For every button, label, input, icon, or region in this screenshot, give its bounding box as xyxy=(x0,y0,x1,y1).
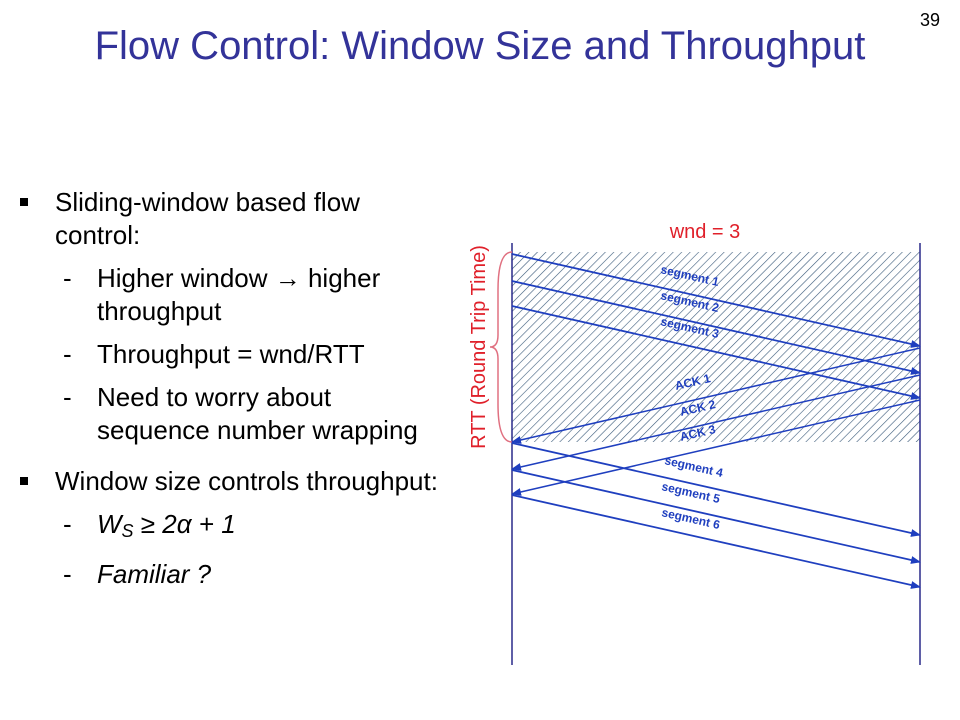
formula-subscript: S xyxy=(121,521,134,541)
sub-item-formula: - WS ≥ 2α + 1 xyxy=(20,508,450,548)
square-bullet-icon xyxy=(20,477,28,485)
bullet-text: Window size controls throughput: xyxy=(55,466,438,496)
bullet-item-window-size: Window size controls throughput: xyxy=(20,465,450,498)
segment-arrow-line xyxy=(511,494,921,589)
square-bullet-icon xyxy=(20,198,28,206)
segment-5-arrow: segment 5 xyxy=(511,469,921,564)
sub-item-text: Higher window → higher throughput xyxy=(97,263,381,326)
page-number: 39 xyxy=(919,10,940,30)
formula-w: W xyxy=(97,509,122,539)
segment-label: segment 4 xyxy=(663,453,724,480)
sub-item-text: Need to worry about sequence number wrap… xyxy=(97,382,418,445)
dash-marker: - xyxy=(63,382,72,412)
segment-label: segment 6 xyxy=(660,505,721,532)
dash-marker: - xyxy=(63,339,72,369)
sub-item-text: Throughput = wnd/RTT xyxy=(97,339,365,369)
segment-arrow-line xyxy=(511,305,921,400)
rtt-brace xyxy=(489,251,513,443)
segment-arrow-line xyxy=(511,469,921,564)
dash-marker: - xyxy=(63,509,72,539)
sub-item-familiar: - Familiar ? xyxy=(20,558,450,591)
bullet-text: Sliding-window based flow control: xyxy=(55,187,360,250)
slide-title: Flow Control: Window Size and Throughput xyxy=(94,24,866,68)
wnd-label: wnd = 3 xyxy=(669,221,741,243)
segment-6-arrow: segment 6 xyxy=(511,494,921,589)
bullet-item-flow-control: Sliding-window based flow control: xyxy=(20,186,450,252)
sub-item-throughput: - Throughput = wnd/RTT xyxy=(20,338,450,371)
segment-arrow-line xyxy=(511,253,921,348)
rtt-label: RTT (Round Trip Time) xyxy=(468,245,490,449)
ack-arrow-line xyxy=(511,347,921,444)
sub-item-text: Familiar ? xyxy=(97,559,212,589)
ack-arrow-line xyxy=(511,399,921,496)
window-hatched-region xyxy=(512,252,920,442)
sub-item-sequence-wrapping: - Need to worry about sequence number wr… xyxy=(20,381,450,447)
dash-marker: - xyxy=(63,559,72,589)
ack-arrow-line xyxy=(511,374,921,471)
bullet-list: Sliding-window based flow control: - Hig… xyxy=(20,186,450,591)
segment-arrow-line xyxy=(511,280,921,375)
dash-marker: - xyxy=(63,263,72,293)
formula-rest: ≥ 2α + 1 xyxy=(133,509,236,539)
sub-item-higher-window: - Higher window → higher throughput xyxy=(20,262,450,328)
segment-arrow-line xyxy=(511,442,921,537)
